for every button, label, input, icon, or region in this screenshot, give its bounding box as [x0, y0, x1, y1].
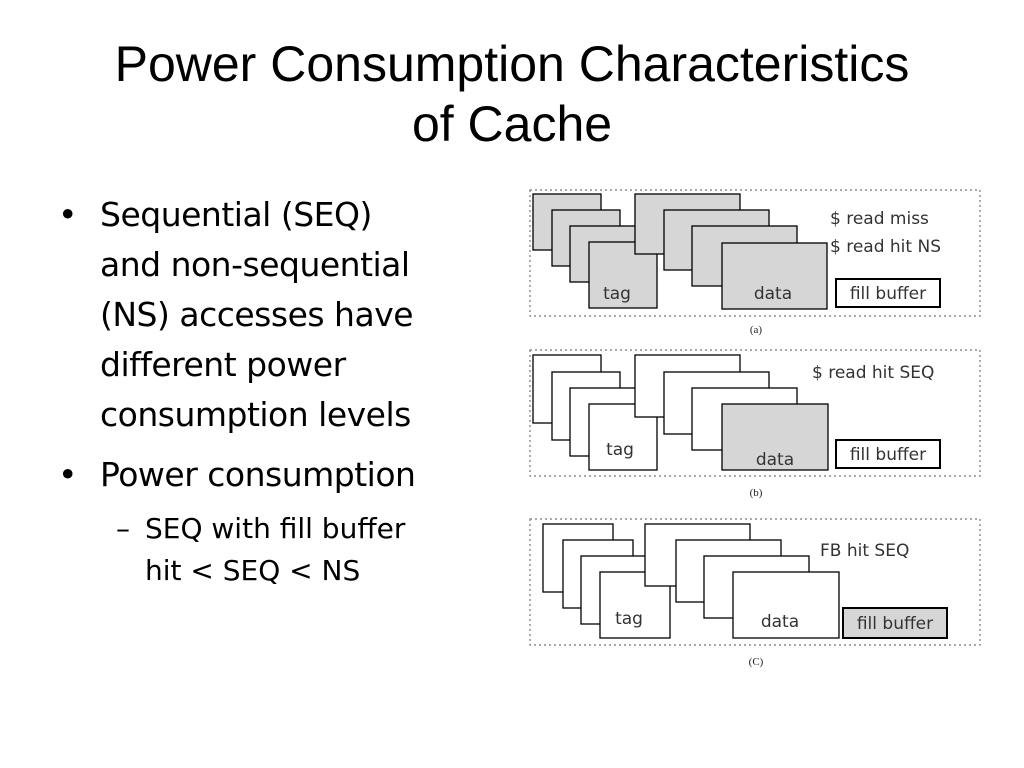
- panel-annotation: $ read miss: [830, 209, 929, 229]
- data-array: [721, 403, 829, 471]
- panel-annotation: $ read hit SEQ: [812, 363, 934, 383]
- panel-caption: (a): [750, 324, 763, 336]
- bullet-line: Power consumption: [100, 455, 416, 494]
- bullet-line: and non-sequential: [100, 245, 410, 284]
- bullet-marker: •: [58, 195, 77, 234]
- data-label: data: [756, 450, 794, 470]
- fill-buffer-box: [835, 439, 941, 469]
- panel-frame: [529, 518, 981, 646]
- data-array: [732, 571, 840, 639]
- title-line-1: Power Consumption Characteristics: [114, 36, 910, 92]
- panel-frame: [529, 349, 981, 477]
- sub-bullet-line: SEQ with fill buffer: [145, 512, 406, 545]
- panel-annotation: $ read hit NS: [830, 237, 941, 257]
- panel-frame: [529, 189, 981, 317]
- panel-annotation: FB hit SEQ: [820, 541, 909, 561]
- bullet-item: • Power consumption: [58, 450, 488, 500]
- fill-buffer-box: [835, 278, 941, 308]
- bullet-marker: •: [58, 455, 77, 494]
- bullet-line: Sequential (SEQ): [100, 195, 372, 234]
- tag-label: tag: [615, 609, 643, 629]
- panel-caption: (C): [749, 656, 764, 668]
- data-label: data: [754, 284, 792, 304]
- cache-panel: tag data fill buffer $ read miss $ read hit …: [529, 189, 981, 336]
- fill-buffer-label: fill buffer: [850, 445, 926, 465]
- cache-panel: tag data fill buffer $ read hit SEQ (b): [529, 349, 981, 499]
- data-label: data: [761, 612, 799, 632]
- bullet-item: • Sequential (SEQ) and non-sequential (N…: [58, 190, 488, 440]
- data-array: [721, 242, 828, 310]
- slide-title: Power Consumption Characteristics of Cac…: [0, 34, 1024, 154]
- bullet-line: consumption levels: [100, 395, 411, 434]
- title-line-2: of Cache: [411, 96, 613, 152]
- tag-label: tag: [603, 284, 631, 304]
- fill-buffer-box: [842, 607, 948, 639]
- sub-bullet-item: – SEQ with fill buffer hit < SEQ < NS: [58, 508, 488, 592]
- fill-buffer-label: fill buffer: [850, 284, 926, 304]
- panel-caption: (b): [750, 487, 763, 499]
- fill-buffer-label: fill buffer: [857, 614, 933, 634]
- sub-bullet-line: hit < SEQ < NS: [145, 554, 361, 587]
- tag-label: tag: [606, 440, 634, 460]
- bullet-line: different power: [100, 345, 346, 384]
- bullet-line: (NS) accesses have: [100, 295, 414, 334]
- cache-panel: tag data fill buffer FB hit SEQ (C): [529, 518, 981, 668]
- bullet-list: • Sequential (SEQ) and non-sequential (N…: [58, 190, 488, 592]
- sub-bullet-marker: –: [116, 512, 130, 545]
